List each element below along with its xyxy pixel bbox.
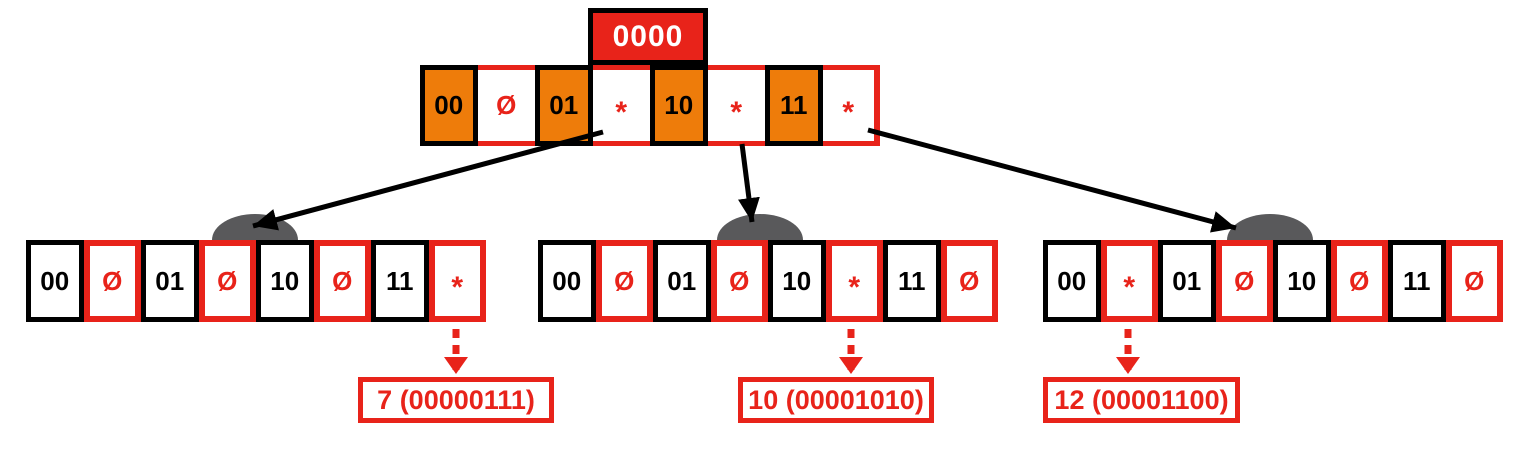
slot-label: 10 (664, 90, 694, 120)
root-slot-01: 01 (535, 65, 593, 146)
pointer-empty: Ø (595, 240, 653, 322)
root-pointer-empty: Ø (477, 65, 535, 146)
empty-set-symbol: Ø (959, 265, 980, 296)
slot-label: 10 (1287, 265, 1317, 296)
pointer-leaf: * (428, 240, 486, 322)
node-dome-icon (1227, 214, 1313, 240)
root-prefix-box: 0000 (588, 8, 708, 65)
root-slot-11: 11 (765, 65, 823, 146)
empty-set-symbol: Ø (614, 265, 635, 296)
slot-10: 10 (256, 240, 314, 322)
slot-01: 01 (141, 240, 199, 322)
star-symbol: * (842, 95, 855, 129)
empty-set-symbol: Ø (217, 265, 238, 296)
slot-11: 11 (1388, 240, 1446, 322)
slot-label: 00 (1057, 265, 1087, 296)
pointer-empty: Ø (710, 240, 768, 322)
slot-label: 11 (898, 265, 926, 296)
pointer-empty: Ø (83, 240, 141, 322)
slot-label: 01 (549, 90, 579, 120)
root-slot-array: 00 Ø 01 * 10 * 11 * (420, 65, 880, 146)
star-symbol: * (730, 95, 743, 129)
slot-label: 11 (386, 265, 414, 296)
slot-label: 01 (155, 265, 185, 296)
empty-set-symbol: Ø (332, 265, 353, 296)
empty-set-symbol: Ø (729, 265, 750, 296)
leaf-value-box: 7 (00000111) (358, 377, 554, 423)
leaf-value-box: 12 (00001100) (1043, 377, 1240, 423)
slot-label: 11 (1403, 265, 1431, 296)
pointer-empty: Ø (1330, 240, 1388, 322)
slot-label: 01 (1172, 265, 1202, 296)
star-symbol: * (848, 271, 861, 304)
pointer-leaf: * (825, 240, 883, 322)
leaf-value-box: 10 (00001010) (738, 377, 934, 423)
empty-set-symbol: Ø (102, 265, 123, 296)
slot-label: 00 (552, 265, 582, 296)
root-pointer-filled: * (592, 65, 650, 146)
slot-01: 01 (653, 240, 711, 322)
slot-label: 10 (270, 265, 300, 296)
root-pointer-filled: * (707, 65, 765, 146)
branch-arrow-11-to-right-child (867, 127, 1237, 233)
root-slot-00: 00 (420, 65, 478, 146)
pointer-empty: Ø (940, 240, 998, 322)
star-symbol: * (451, 271, 464, 304)
star-symbol: * (615, 95, 628, 129)
child-node-left-slot-array: 00 Ø 01 Ø 10 Ø 11 * (26, 240, 486, 322)
root-slot-10: 10 (650, 65, 708, 146)
slot-11: 11 (371, 240, 429, 322)
empty-set-symbol: Ø (1234, 265, 1255, 296)
slot-label: 10 (782, 265, 812, 296)
pointer-empty: Ø (1445, 240, 1503, 322)
slot-00: 00 (538, 240, 596, 322)
root-pointer-filled: * (822, 65, 880, 146)
slot-00: 00 (1043, 240, 1101, 322)
branch-arrow-10-to-middle-child (738, 143, 760, 223)
slot-00: 00 (26, 240, 84, 322)
node-dome-icon (717, 214, 803, 240)
branch-arrow-01-to-left-child (252, 129, 604, 231)
slot-label: 00 (434, 90, 464, 120)
empty-set-symbol: Ø (496, 90, 517, 120)
child-node-right-slot-array: 00 * 01 Ø 10 Ø 11 Ø (1043, 240, 1503, 322)
pointer-empty: Ø (198, 240, 256, 322)
empty-set-symbol: Ø (1349, 265, 1370, 296)
pointer-empty: Ø (1215, 240, 1273, 322)
slot-label: 00 (40, 265, 70, 296)
child-node-middle-slot-array: 00 Ø 01 Ø 10 * 11 Ø (538, 240, 998, 322)
star-symbol: * (1123, 271, 1136, 304)
slot-01: 01 (1158, 240, 1216, 322)
pointer-leaf: * (1100, 240, 1158, 322)
slot-label: 11 (780, 90, 808, 120)
slot-10: 10 (1273, 240, 1331, 322)
empty-set-symbol: Ø (1464, 265, 1485, 296)
pointer-empty: Ø (313, 240, 371, 322)
slot-10: 10 (768, 240, 826, 322)
node-dome-icon (212, 214, 298, 240)
slot-label: 01 (667, 265, 697, 296)
slot-11: 11 (883, 240, 941, 322)
